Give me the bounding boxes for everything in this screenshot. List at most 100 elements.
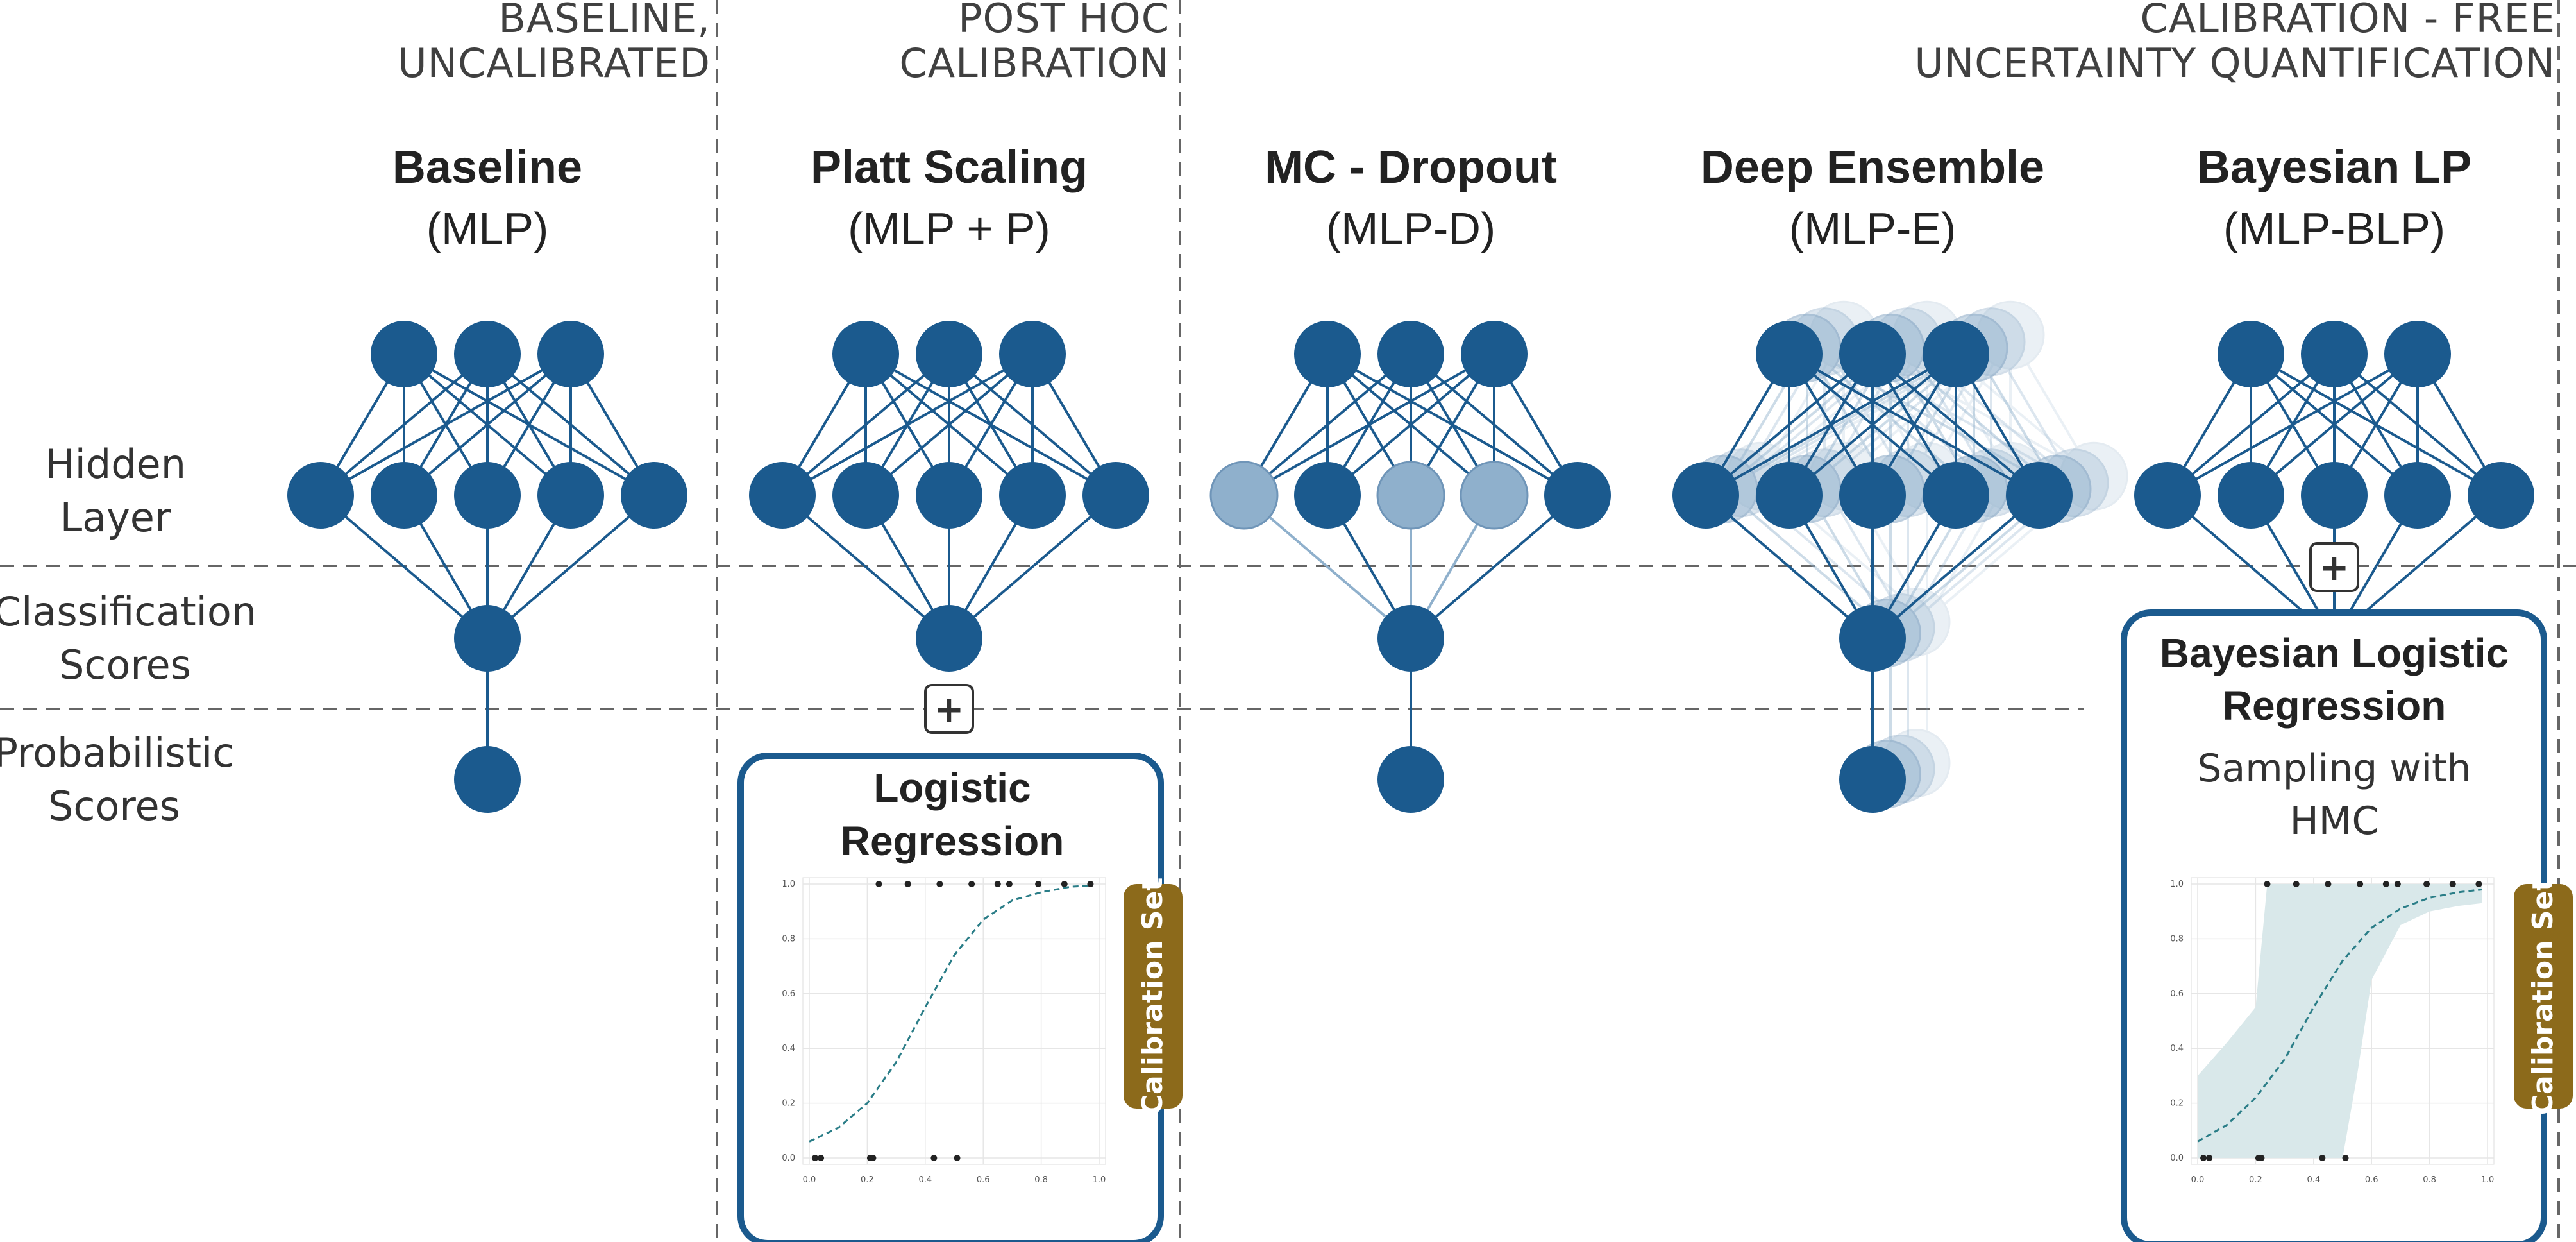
logistic-title-line1: Logistic — [873, 765, 1031, 811]
category-posthoc-line1: POST HOC — [958, 0, 1170, 42]
node-top — [2301, 321, 2368, 387]
data-point-negative — [2206, 1155, 2213, 1161]
node-top — [1294, 321, 1361, 387]
node-hidden — [1544, 462, 1611, 529]
x-tick-label: 0.0 — [803, 1175, 816, 1185]
node-top — [1839, 321, 1906, 387]
node-hidden — [1923, 462, 1989, 529]
y-tick-label: 0.6 — [2170, 989, 2184, 999]
node-top — [537, 321, 604, 387]
network-1 — [749, 321, 1149, 672]
data-point-positive — [1006, 881, 1013, 887]
edge-hidden — [1326, 353, 1495, 497]
edge-hidden — [1705, 353, 1874, 497]
data-point-positive — [2293, 881, 2300, 887]
node-hidden — [832, 462, 899, 529]
row-label-hidden-line2: Layer — [60, 494, 171, 541]
data-point-negative — [930, 1155, 938, 1161]
category-posthoc-line2: CALIBRATION — [899, 40, 1170, 87]
network-3 — [1672, 300, 2128, 813]
y-tick-label: 0.8 — [2170, 934, 2184, 944]
category-free-line1: CALIBRATION - FREE — [2141, 0, 2555, 42]
edge-hidden — [1705, 353, 1957, 497]
node-hidden — [454, 462, 521, 529]
row-label-classification-line2: Scores — [59, 642, 191, 688]
data-point-positive — [2394, 881, 2401, 887]
logistic-curve — [2197, 889, 2482, 1143]
node-top — [371, 321, 437, 387]
category-baseline-line2: UNCALIBRATED — [398, 40, 711, 87]
node-probabilistic-score — [454, 746, 521, 813]
model-title-baseline: Baseline — [392, 142, 582, 193]
row-label-hidden-line1: Hidden — [45, 441, 186, 488]
data-point-positive — [904, 881, 911, 887]
model-subtitle-mc-dropout: (MLP-D) — [1326, 203, 1495, 253]
logistic-title-line2: Regression — [841, 818, 1065, 864]
data-point-negative — [812, 1155, 819, 1161]
bayesian-title-line2: Regression — [2223, 683, 2446, 729]
row-label-probabilistic-line1: Probabilistic — [0, 729, 234, 776]
model-subtitle-platt: (MLP + P) — [848, 203, 1050, 253]
ghost-edge — [1990, 341, 2076, 484]
ghost-edge — [1759, 334, 1845, 477]
y-tick-label: 1.0 — [2170, 880, 2184, 889]
row-label-classification-line1: Classification — [0, 588, 257, 635]
y-tick-label: 0.4 — [2170, 1044, 2184, 1053]
x-tick-label: 0.8 — [2423, 1175, 2436, 1185]
node-hidden — [2468, 462, 2534, 529]
data-point-positive — [875, 881, 882, 887]
row-labels: Hidden Layer Classification Scores Proba… — [0, 441, 257, 829]
data-point-positive — [936, 881, 943, 887]
x-tick-label: 0.8 — [1034, 1175, 1048, 1185]
model-title-platt: Platt Scaling — [811, 142, 1088, 193]
node-hidden — [371, 462, 437, 529]
x-tick-label: 1.0 — [1093, 1175, 1106, 1185]
data-point-positive — [2475, 881, 2482, 887]
x-tick-label: 0.6 — [977, 1175, 990, 1185]
calibration-set-badge-bayesian — [2514, 884, 2573, 1109]
node-hidden — [749, 462, 816, 529]
edge-hidden — [2250, 353, 2419, 497]
ghost-edge — [1926, 334, 2012, 477]
data-point-negative — [2319, 1155, 2326, 1161]
x-tick-label: 0.4 — [918, 1175, 932, 1185]
calibration-set-label-logistic: Calibration Set — [1136, 878, 1169, 1116]
node-hidden — [1756, 462, 1823, 529]
node-top — [1377, 321, 1444, 387]
edge-hidden — [782, 353, 1033, 497]
bayesian-subtitle-line1: Sampling with — [2197, 746, 2471, 791]
model-subtitle-bayesian-lp: (MLP-BLP) — [2223, 203, 2445, 253]
edge-hidden — [320, 353, 571, 497]
data-point-negative — [2342, 1155, 2349, 1161]
data-point-negative — [954, 1155, 961, 1161]
model-title-deep-ensemble: Deep Ensemble — [1701, 142, 2044, 193]
calibration-set-label-bayesian: Calibration Set — [2527, 878, 2559, 1116]
plus-icon-logistic: + — [934, 689, 964, 731]
credible-band — [2198, 884, 2482, 1158]
edge-hidden — [864, 353, 1034, 497]
edge-score — [319, 494, 489, 640]
data-point-positive — [1087, 881, 1094, 887]
x-tick-label: 0.4 — [2307, 1175, 2320, 1185]
data-point-positive — [2449, 881, 2456, 887]
bayesian-regression-panel: + Bayesian Logistic Regression Sampling … — [2121, 542, 2573, 1242]
node-top — [999, 321, 1066, 387]
node-hidden — [1839, 462, 1906, 529]
network-2 — [1209, 321, 1611, 813]
x-tick-label: 0.2 — [861, 1175, 874, 1185]
node-top — [832, 321, 899, 387]
data-point-negative — [2200, 1155, 2207, 1161]
plus-icon-bayesian: + — [2319, 547, 2350, 589]
node-probabilistic-score — [1839, 746, 1906, 813]
edge-hidden — [1788, 353, 1957, 497]
node-top — [2218, 321, 2284, 387]
node-classification-score — [1377, 605, 1444, 672]
node-hidden — [2218, 462, 2284, 529]
edge-hidden — [319, 353, 489, 497]
edge-hidden — [1243, 353, 1412, 497]
ghost-edge — [2009, 334, 2095, 477]
node-hidden — [999, 462, 1066, 529]
